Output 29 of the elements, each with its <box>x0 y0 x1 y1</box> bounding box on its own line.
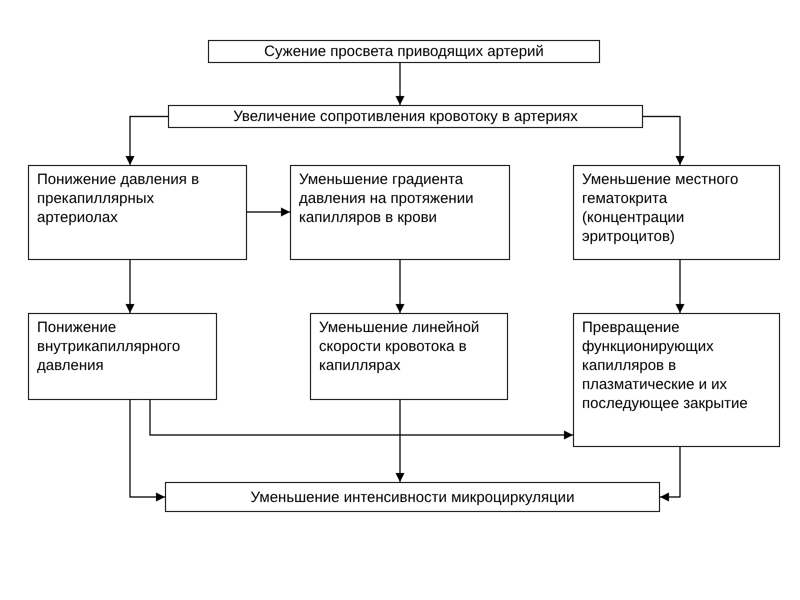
box-text: Понижение давления в прекапиллярных артериолах <box>37 170 200 227</box>
arrow <box>247 208 290 216</box>
box-text: Сужение просвета приводящих артерий <box>264 42 544 61</box>
box-text: Превращение функционирующих капилляров в плазматические и их последующее закрытие <box>582 318 749 413</box>
process-box <box>573 313 780 447</box>
arrow <box>129 400 165 502</box>
process-box <box>165 482 660 512</box>
box-text: Уменьшение интенсивности микроциркуляции <box>250 488 574 506</box>
arrow <box>396 63 404 105</box>
process-box <box>573 165 780 260</box>
arrow <box>396 400 404 482</box>
process-box <box>28 165 247 260</box>
box-text: Уменьшение местного гематокрита (концентрации эритроцитов) <box>582 170 740 246</box>
arrow <box>126 260 134 313</box>
box-text: Понижение внутрикапиллярного давления <box>37 318 182 375</box>
box-text: Уменьшение градиента давления на протяжении капилляров в крови <box>299 170 474 227</box>
arrow <box>149 400 573 440</box>
arrow <box>643 116 684 165</box>
process-box <box>290 165 510 260</box>
box-text: Уменьшение линейной скорости кровотока в капиллярах <box>319 318 480 375</box>
process-box <box>208 40 600 63</box>
process-box <box>168 105 643 128</box>
arrow <box>660 447 681 502</box>
box-text: Увеличение сопротивления кровотоку в артериях <box>233 107 578 126</box>
arrow <box>396 260 404 313</box>
arrow <box>126 116 168 165</box>
process-box <box>310 313 508 400</box>
process-box <box>28 313 217 400</box>
arrow <box>676 260 684 313</box>
